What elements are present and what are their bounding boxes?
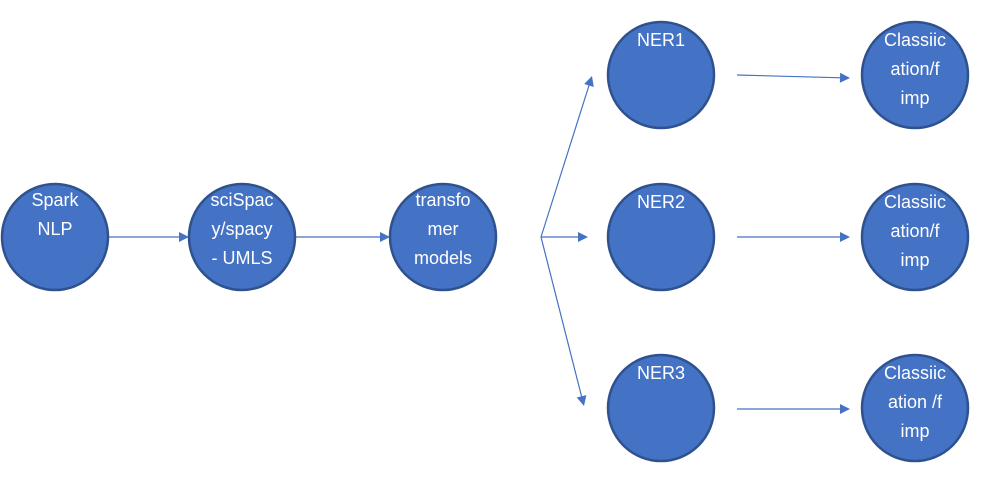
node-circle [860,353,970,463]
node-ner2: NER2 [606,182,716,292]
node-label-line: Classiic [884,192,946,212]
node-label-line: NER1 [637,30,685,50]
node-label-line: NER2 [637,192,685,212]
node-circle [0,182,110,292]
node-label-line: ation /f [888,392,943,412]
node-label-line: mer [428,219,459,239]
node-label-line: ation/f [890,221,940,241]
node-transformer: transfo mer models [388,182,498,292]
node-ner1: NER1 [606,20,716,130]
edge-transformer-ner1 [540,76,594,238]
node-ner3: NER3 [606,353,716,463]
node-circle [388,182,498,292]
node-class3: Classiic ation /f imp [860,353,970,463]
node-label-line: ation/f [890,59,940,79]
edge-line [540,236,583,399]
arrowhead [576,395,587,406]
node-label-line: models [414,248,472,268]
node-label-line: y/spacy [211,219,272,239]
node-label-line: NER3 [637,363,685,383]
node-circle [606,353,716,463]
node-label-line: NLP [37,219,72,239]
edge-ner3-class3 [737,404,850,414]
edge-ner2-class2 [737,232,850,242]
node-circle [187,182,297,292]
arrowhead [839,72,850,83]
edge-transformer-ner3 [540,236,587,406]
node-class2: Classiic ation/f imp [860,182,970,292]
node-label-line: transfo [415,190,470,210]
node-label-line: imp [900,88,929,108]
node-label-line: sciSpac [210,190,273,210]
arrowhead [840,232,850,242]
edge-transformer-ner2 [541,232,588,242]
arrowhead [584,76,594,88]
node-label-line: Spark [31,190,79,210]
arrowhead [578,232,588,242]
edges-layer [109,72,850,414]
edge-spark-scispacy [109,232,189,242]
node-circle [606,20,716,130]
node-circle [860,182,970,292]
node-circle [860,20,970,130]
arrowhead [840,404,850,414]
arrowhead [380,232,390,242]
node-label-line: Classiic [884,30,946,50]
edge-line [540,83,591,238]
node-label-line: imp [900,250,929,270]
arrowhead [179,232,189,242]
node-label-line: Classiic [884,363,946,383]
node-circle [606,182,716,292]
edge-line [736,74,843,79]
node-label-line: - UMLS [211,248,272,268]
node-scispacy: sciSpac y/spacy - UMLS [187,182,297,292]
node-class1: Classiic ation/f imp [860,20,970,130]
node-label-line: imp [900,421,929,441]
edge-ner1-class1 [736,72,850,83]
edge-scispacy-transformer [295,232,390,242]
